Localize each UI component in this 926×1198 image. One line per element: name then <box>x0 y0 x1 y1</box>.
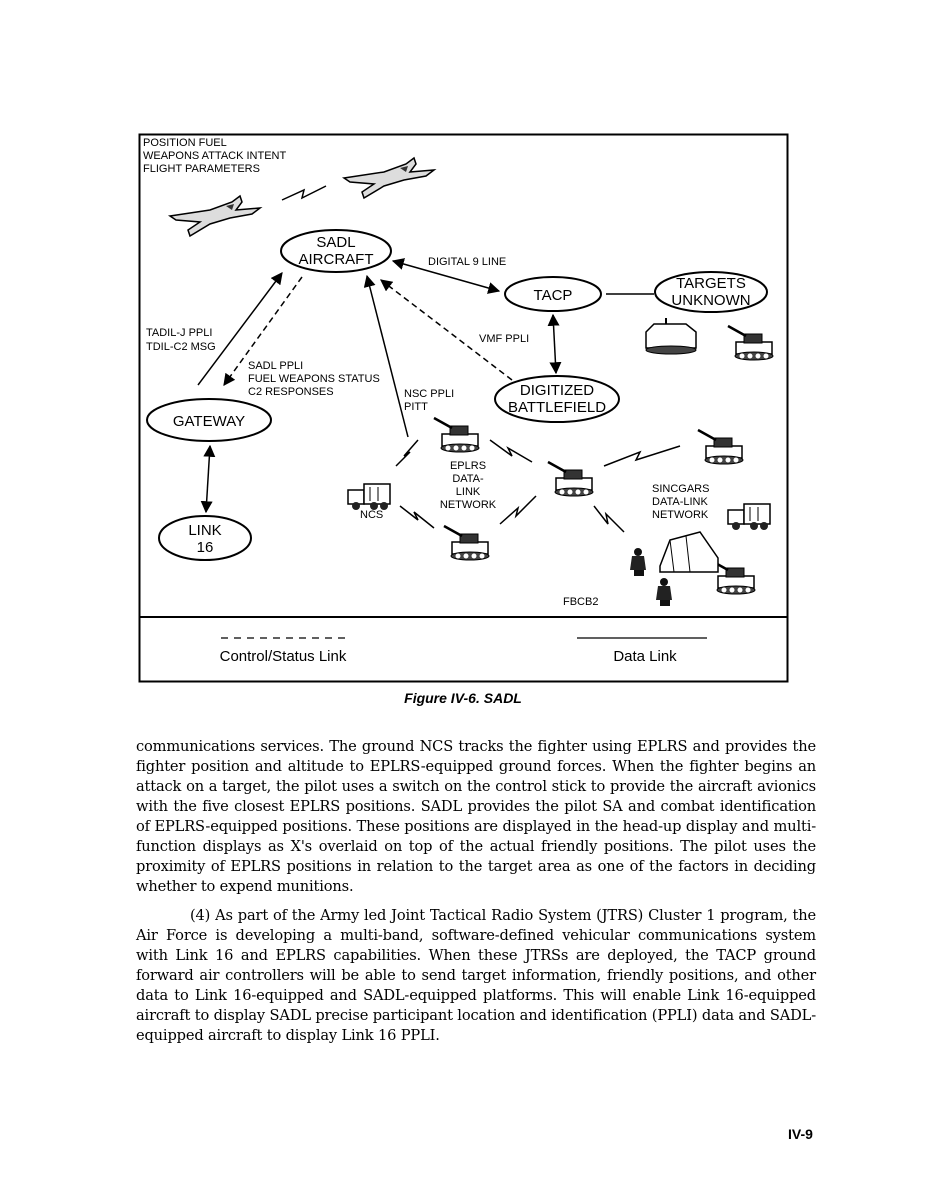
eplrs-zigzag <box>399 505 435 529</box>
targets-unknown-label: UNKNOWN <box>671 292 750 309</box>
tacp-battlefield-arrow <box>547 313 562 375</box>
sadl-ppli-label: SADL PPLI <box>248 360 303 372</box>
figure-frame <box>138 133 789 683</box>
sadl-ppli-label: FUEL WEAPONS STATUS <box>248 373 380 385</box>
sincgars-zigzag <box>603 445 681 467</box>
targets-unknown-node <box>654 271 768 313</box>
tank-icon <box>696 428 745 466</box>
body-paragraph: communications services. The ground NCS … <box>136 738 816 895</box>
top-label-line: FLIGHT PARAMETERS <box>143 163 260 175</box>
ncs-label: NCS <box>360 509 383 521</box>
sadl-figure: POSITION FUEL WEAPONS ATTACK INTENT FLIG… <box>138 133 789 683</box>
sadl-ppli-label: C2 RESPONSES <box>248 386 334 398</box>
tadil-label: TDIL-C2 MSG <box>146 341 216 353</box>
eplrs-label: NETWORK <box>440 499 497 511</box>
tadil-label: TADIL-J PPLI <box>146 327 212 339</box>
tacp-label: TACP <box>534 287 573 304</box>
soldier-icon <box>630 548 646 576</box>
tank-icon <box>726 324 775 362</box>
vmf-ppli-dashed-arrow <box>380 279 513 381</box>
digital-9-line-label: DIGITAL 9 LINE <box>428 256 506 268</box>
sincgars-label: NETWORK <box>652 509 709 521</box>
eplrs-label: DATA- <box>452 473 484 485</box>
fighter-jet-icon <box>169 195 261 237</box>
eplrs-zigzag <box>395 439 419 467</box>
digitized-battlefield-label: BATTLEFIELD <box>508 399 606 416</box>
link16-node <box>158 515 252 561</box>
control-status-legend-label: Control/Status Link <box>220 648 347 665</box>
sincgars-zigzag <box>593 505 625 533</box>
fbcb2-label: FBCB2 <box>563 596 598 608</box>
digital-9-line-arrow <box>391 258 501 294</box>
tadil-arrow <box>197 272 283 386</box>
gateway-link16-arrow <box>200 444 216 514</box>
soldier-icon <box>656 578 672 606</box>
eplrs-zigzag <box>489 439 533 463</box>
sincgars-label: SINCGARS <box>652 483 709 495</box>
sadl-aircraft-label: SADL <box>316 234 355 251</box>
sadl-ppli-dashed-arrow <box>223 276 303 386</box>
air-data-link-zigzag <box>281 185 327 201</box>
digitized-battlefield-node <box>494 375 620 423</box>
nsc-ppli-label: NSC PPLI <box>404 388 454 400</box>
digitized-battlefield-label: DIGITIZED <box>520 382 594 399</box>
figure-caption: Figure IV-6. SADL <box>404 690 522 706</box>
tank-icon <box>442 524 491 562</box>
tacp-node <box>504 276 602 312</box>
top-label-line: POSITION FUEL <box>143 137 227 149</box>
eplrs-label: EPLRS <box>450 460 486 472</box>
apc-icon <box>645 318 697 355</box>
vmf-ppli-label: VMF PPLI <box>479 333 529 345</box>
top-label-line: WEAPONS ATTACK INTENT <box>143 150 286 162</box>
tank-icon <box>546 460 595 498</box>
fighter-jet-icon <box>343 157 435 199</box>
page-number: IV-9 <box>788 1126 813 1142</box>
tent-icon <box>659 531 719 573</box>
eplrs-label: LINK <box>456 486 481 498</box>
gateway-label: GATEWAY <box>173 413 245 430</box>
eplrs-zigzag <box>499 495 537 525</box>
tank-icon <box>432 416 481 454</box>
link16-label: 16 <box>197 539 214 556</box>
truck-icon <box>727 503 771 531</box>
nsc-ppli-label: PITT <box>404 401 428 413</box>
sadl-aircraft-node <box>280 229 392 273</box>
ncs-truck-icon <box>347 483 391 511</box>
link16-label: LINK <box>188 522 221 539</box>
nsc-ppli-arrow <box>363 274 409 438</box>
targets-unknown-label: TARGETS <box>676 275 746 292</box>
sadl-aircraft-label: AIRCRAFT <box>299 251 374 268</box>
body-paragraph: (4) As part of the Army led Joint Tactic… <box>136 907 816 1044</box>
data-link-legend-label: Data Link <box>613 648 677 665</box>
sincgars-label: DATA-LINK <box>652 496 708 508</box>
gateway-node <box>146 398 272 442</box>
